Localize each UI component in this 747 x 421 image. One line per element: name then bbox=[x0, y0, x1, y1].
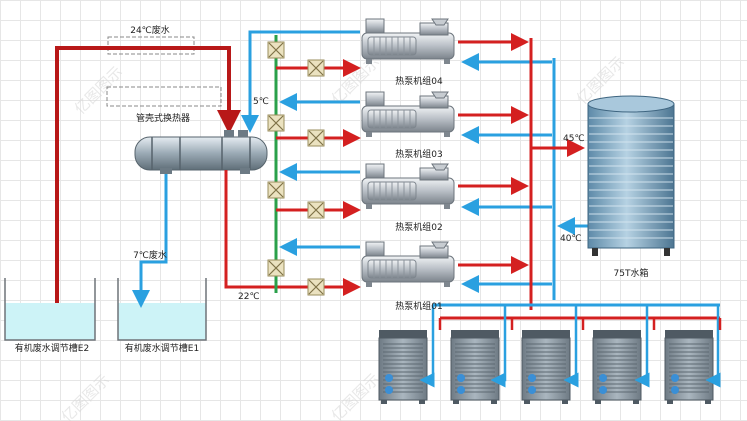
hot-outputs bbox=[458, 33, 529, 274]
label-waste-24c: 24℃废水 bbox=[130, 24, 170, 36]
valve-icon[interactable] bbox=[267, 41, 285, 59]
outdoor-unit-4[interactable] bbox=[592, 329, 642, 405]
label-temp-45c: 45℃ bbox=[563, 134, 585, 144]
outdoor-unit-3[interactable] bbox=[521, 329, 571, 405]
heat-pump-unit-04[interactable] bbox=[361, 18, 455, 65]
label-unit-03: 热泵机组03 bbox=[395, 148, 442, 160]
label-unit-04: 热泵机组04 bbox=[395, 75, 443, 87]
heat-pump-unit-01[interactable] bbox=[361, 241, 455, 288]
label-water-tank: 75T水箱 bbox=[614, 267, 649, 279]
return-branches bbox=[279, 93, 360, 256]
waste-pipe-7c bbox=[132, 168, 168, 308]
valve-icon[interactable] bbox=[267, 259, 285, 277]
watermark-text: 亿图图示 bbox=[71, 63, 126, 118]
valve-icon[interactable] bbox=[307, 278, 325, 296]
heat-pump-unit-03[interactable] bbox=[361, 91, 455, 138]
waste-pipe-24c bbox=[55, 46, 241, 303]
label-temp-40c: 40℃ bbox=[560, 234, 582, 244]
label-tank-e1: 有机废水调节槽E1 bbox=[125, 342, 199, 354]
tank-e2 bbox=[4, 278, 96, 341]
label-unit-02: 热泵机组02 bbox=[395, 221, 442, 233]
outdoor-unit-1[interactable] bbox=[378, 329, 428, 405]
outdoor-connections bbox=[419, 305, 722, 388]
label-unit-01: 热泵机组01 bbox=[395, 300, 442, 312]
label-shell-tube-exchanger: 管壳式换热器 bbox=[136, 112, 190, 124]
valve-icon[interactable] bbox=[307, 129, 325, 147]
heat-pump-unit-02[interactable] bbox=[361, 163, 455, 210]
valve-icon[interactable] bbox=[307, 201, 325, 219]
label-waste-7c: 7℃废水 bbox=[133, 249, 167, 261]
cold-return-pipe bbox=[241, 30, 360, 133]
watermark-text: 亿图图示 bbox=[58, 371, 113, 421]
shell-tube-exchanger bbox=[134, 130, 268, 174]
cold-inputs bbox=[461, 53, 552, 293]
valve-icon[interactable] bbox=[267, 181, 285, 199]
water-tank-75t bbox=[587, 95, 675, 256]
dashed-box-bottom bbox=[106, 86, 222, 107]
valve-icon[interactable] bbox=[307, 59, 325, 77]
tank-e1 bbox=[117, 278, 207, 341]
label-temp-22c: 22℃ bbox=[238, 292, 260, 302]
label-temp-5c: 5℃ bbox=[253, 97, 269, 107]
label-tank-e2: 有机废水调节槽E2 bbox=[15, 342, 89, 354]
outdoor-unit-5[interactable] bbox=[664, 329, 714, 405]
dashed-box-top bbox=[107, 36, 195, 55]
outdoor-unit-2[interactable] bbox=[450, 329, 500, 405]
valve-icon[interactable] bbox=[267, 114, 285, 132]
watermark-text: 亿图图示 bbox=[328, 370, 383, 421]
pipe-22c bbox=[224, 170, 361, 296]
